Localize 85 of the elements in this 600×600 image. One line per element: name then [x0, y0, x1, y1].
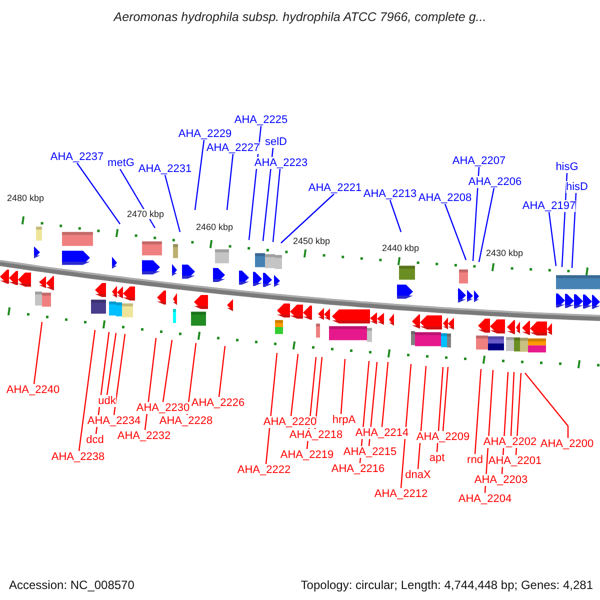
gene-label: AHA_2203	[474, 474, 528, 486]
gene-label: AHA_2209	[416, 431, 470, 443]
leader-line	[548, 212, 557, 266]
gene-label: AHA_2231	[138, 163, 192, 175]
scale-label: 2470 kbp	[127, 209, 164, 219]
gene-label: AHA_2234	[87, 415, 141, 427]
gene-label: selD	[265, 136, 287, 148]
leader-line	[340, 358, 346, 414]
leader-line	[561, 172, 568, 268]
leader-line	[400, 364, 412, 488]
leader-line	[218, 346, 226, 398]
gene-label: AHA_2230	[136, 402, 190, 414]
gene-label: AHA_2219	[280, 449, 334, 461]
gene-label: AHA_2197	[522, 200, 576, 212]
gene-label: hisG	[556, 161, 578, 173]
leader-line	[33, 322, 43, 384]
leader-line	[510, 372, 515, 436]
gene-label: AHA_2223	[254, 157, 308, 169]
gene-label: hisD	[566, 181, 588, 193]
scale-label: 2480 kbp	[7, 193, 44, 203]
leader-line	[474, 368, 482, 454]
leader-line	[290, 354, 299, 416]
scale-label: 2440 kbp	[382, 243, 420, 253]
gene-label: apt	[429, 452, 445, 464]
leader-line	[106, 332, 117, 396]
leader-line	[272, 168, 281, 242]
gene-label: AHA_2218	[289, 429, 343, 441]
leader-line	[262, 148, 274, 242]
gene-label: AHA_2238	[51, 451, 105, 463]
gene-label: dnaX	[405, 469, 431, 481]
gene-label: AHA_2225	[234, 114, 288, 126]
footer-text: Topology: circular; Length: 4,744,448 bp; Genes: 4,281	[300, 578, 593, 592]
leader-line	[164, 174, 181, 232]
leader-line	[265, 352, 278, 464]
gene-label: AHA_2216	[331, 463, 385, 475]
gene-label: udk	[98, 395, 116, 407]
gene-label: AHA_2221	[308, 182, 362, 194]
gene-label: metG	[108, 157, 134, 169]
gene-label: AHA_2207	[452, 155, 506, 167]
gene-label: AHA_2232	[117, 430, 171, 442]
leader-line	[194, 140, 205, 210]
leader-line	[76, 162, 120, 224]
gene-label: AHA_2237	[50, 151, 104, 163]
leader-line	[444, 204, 467, 260]
gene-label: AHA_2213	[363, 188, 417, 200]
diagram-title: Aeromonas hydrophila subsp. hydrophila ATCC 7966, complete g...	[112, 10, 488, 24]
leader-line	[368, 362, 378, 446]
scale-label: 2430 kbp	[486, 248, 524, 258]
leader-line	[162, 340, 173, 402]
leader-line	[144, 338, 157, 430]
leader-line	[524, 372, 569, 438]
scale-label: 2450 kbp	[293, 236, 330, 246]
leader-line	[226, 154, 234, 210]
gene-label: AHA_2226	[191, 397, 245, 409]
gene-label: AHA_2201	[488, 455, 542, 467]
gene-label: AHA_2212	[374, 488, 428, 500]
leader-line	[113, 334, 126, 416]
gene-label: AHA_2215	[343, 446, 397, 458]
gene-label: AHA_2228	[159, 415, 213, 427]
leader-line	[389, 200, 402, 232]
gene-label: AHA_2227	[206, 142, 260, 154]
gene-label: AHA_2214	[355, 427, 409, 439]
gene-label: AHA_2208	[418, 192, 472, 204]
leader-line	[78, 330, 96, 452]
gene-label: hrpA	[332, 414, 356, 426]
gene-label: dcd	[86, 434, 104, 446]
leader-line	[417, 366, 427, 470]
gene-label: AHA_2202	[483, 436, 537, 448]
gene-label: AHA_2204	[458, 493, 512, 505]
gene-label: AHA_2200	[540, 438, 594, 450]
gene-label: AHA_2222	[237, 464, 291, 476]
scale-label: 2460 kbp	[196, 222, 234, 232]
leader-line	[442, 366, 449, 432]
leader-line	[381, 362, 389, 428]
gene-label: rnd	[467, 454, 483, 466]
gene-label: AHA_2220	[263, 416, 317, 428]
gene-label: AHA_2229	[178, 128, 232, 140]
leader-line	[280, 194, 334, 244]
leader-line	[472, 166, 480, 262]
footer-text: Accession: NC_008570	[9, 578, 134, 592]
leader-line	[436, 366, 444, 452]
leader-line	[478, 188, 495, 262]
gene-label: AHA_2240	[6, 384, 60, 396]
gene-label: AHA_2206	[468, 176, 522, 188]
leader-line	[571, 192, 577, 268]
